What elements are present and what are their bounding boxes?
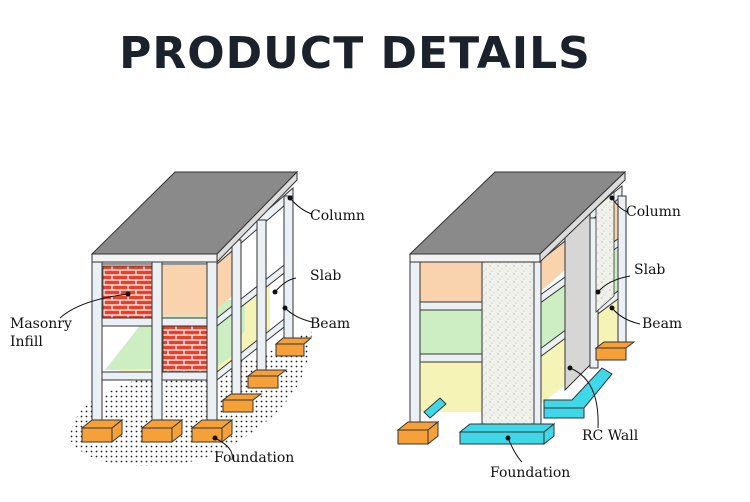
right-label-foundation: Foundation xyxy=(490,465,570,481)
rc-wall-front xyxy=(481,261,535,433)
left-label-column: Column xyxy=(310,208,365,224)
left-label-masonry-2: Infill xyxy=(10,334,43,350)
left-foundations xyxy=(80,337,313,444)
page-title: PRODUCT DETAILS xyxy=(119,28,591,79)
left-ground-dots xyxy=(70,331,313,466)
right-label-slab: Slab xyxy=(634,262,665,278)
right-foundations xyxy=(396,341,636,446)
right-label-rc-wall: RC Wall xyxy=(582,428,639,444)
left-infill-peach-front xyxy=(160,265,215,315)
right-infill-yellow xyxy=(418,362,484,412)
left-label-slab: Slab xyxy=(310,268,341,284)
right-label-column: Column xyxy=(626,204,681,220)
left-label-foundation: Foundation xyxy=(214,450,294,466)
left-frame-diagram: Column Slab Beam Masonry Infill Foundati… xyxy=(10,170,365,466)
right-infill-green xyxy=(418,310,484,354)
left-label-beam: Beam xyxy=(310,316,350,332)
right-columns xyxy=(409,195,627,431)
right-frame-diagram: Column Slab Beam RC Wall Foundation xyxy=(396,170,682,481)
left-label-masonry-1: Masonry xyxy=(10,316,72,332)
right-infill-peach xyxy=(418,262,484,302)
right-label-beam: Beam xyxy=(642,316,682,332)
